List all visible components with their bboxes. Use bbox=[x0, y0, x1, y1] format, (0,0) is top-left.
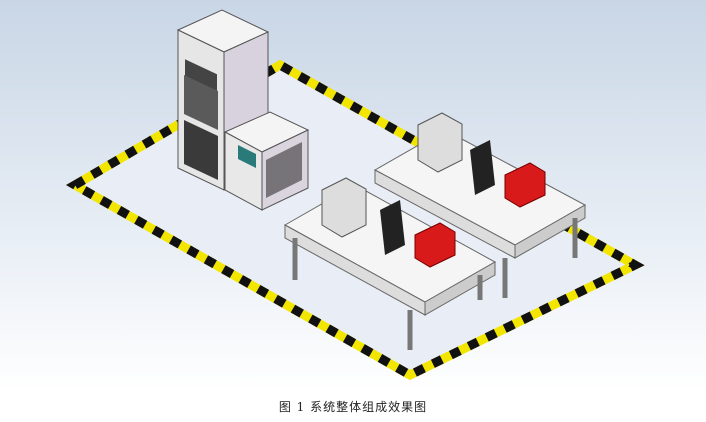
figure-caption: 图 1 系统整体组成效果图 bbox=[278, 400, 428, 414]
controller-box bbox=[223, 111, 310, 211]
test-bench-front bbox=[283, 177, 497, 350]
test-bench-rear bbox=[373, 112, 587, 298]
